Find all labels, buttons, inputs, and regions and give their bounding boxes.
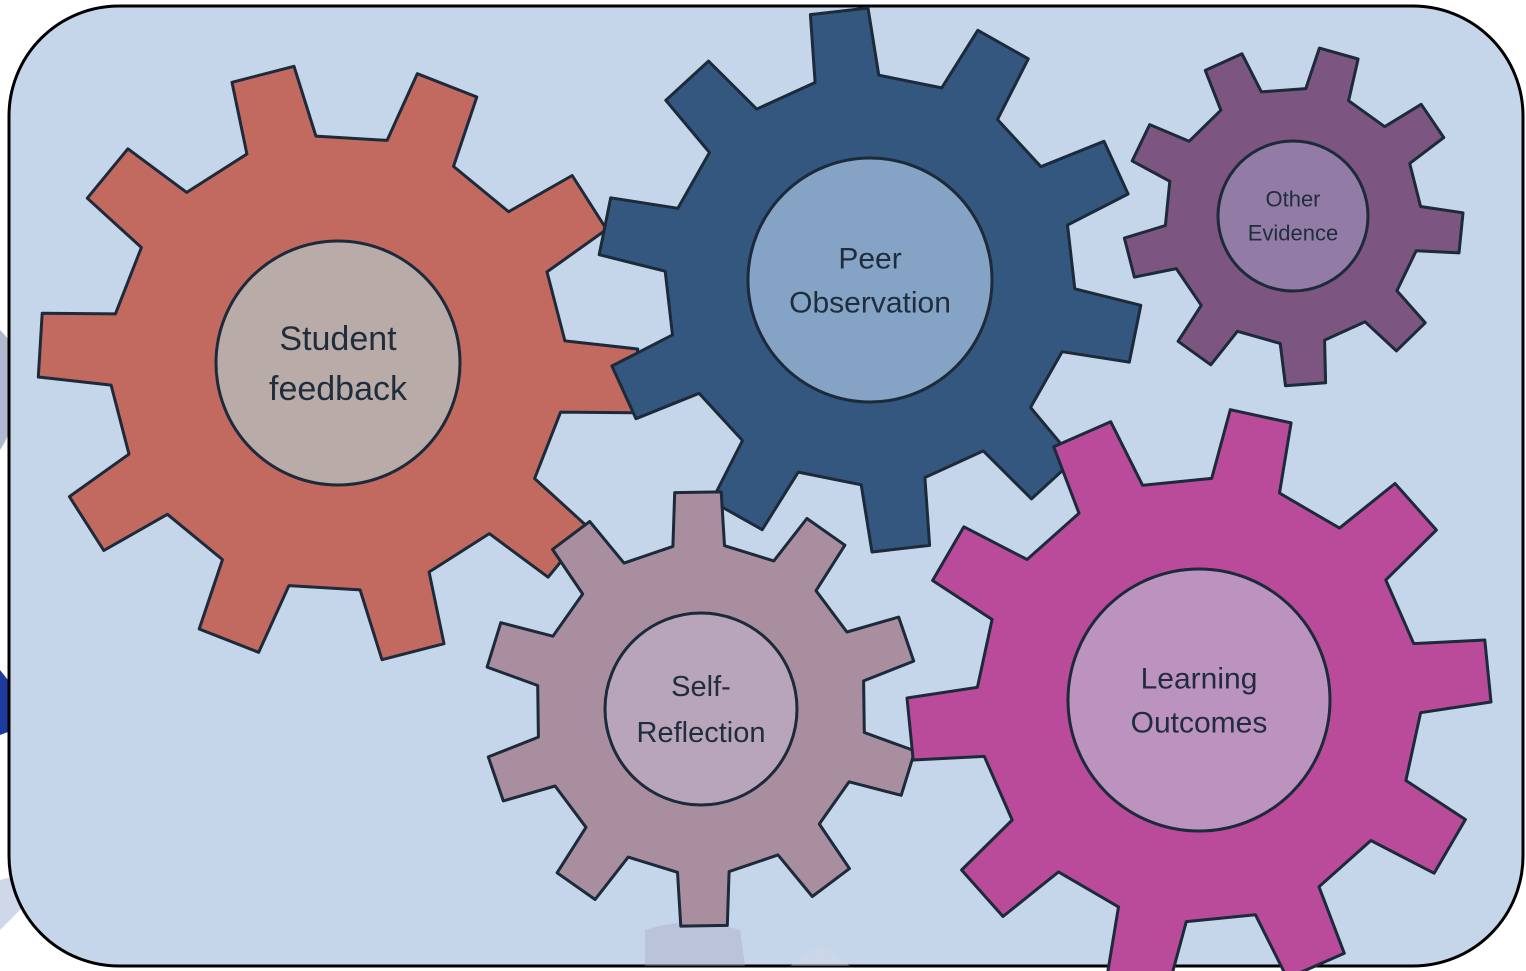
gear-student-feedback-label-line: feedback (269, 370, 408, 408)
gear-self-reflection-label-line: Self- (671, 671, 731, 703)
gear-self-reflection-label-line: Reflection (637, 717, 766, 749)
gear-layer: StudentfeedbackPeerObservationOtherEvide… (36, 6, 1493, 971)
gear-other-evidence-hub (1216, 139, 1370, 293)
gear-student-feedback-label-line: Student (279, 320, 397, 358)
reflection-decoration (645, 922, 850, 966)
gear-self-reflection: Self- Reflection (485, 490, 917, 928)
gear-peer-observation-label-line: Peer (838, 243, 901, 276)
gear-self-reflection-hub (603, 611, 799, 807)
gear-student-feedback: Student feedback (36, 64, 640, 662)
gear-learning-outcomes-label-line: Outcomes (1131, 707, 1268, 740)
gear-peer-observation-hub (746, 156, 994, 404)
gear-other-evidence-label-line: Other (1265, 187, 1320, 212)
gear-peer-observation-label-line: Observation (789, 287, 951, 320)
gear-student-feedback-hub (214, 239, 462, 487)
gear-learning-outcomes-label-line: Learning (1141, 663, 1258, 696)
gear-other-evidence-label-line: Evidence (1248, 221, 1339, 246)
gear-learning-outcomes-hub (1066, 567, 1332, 833)
